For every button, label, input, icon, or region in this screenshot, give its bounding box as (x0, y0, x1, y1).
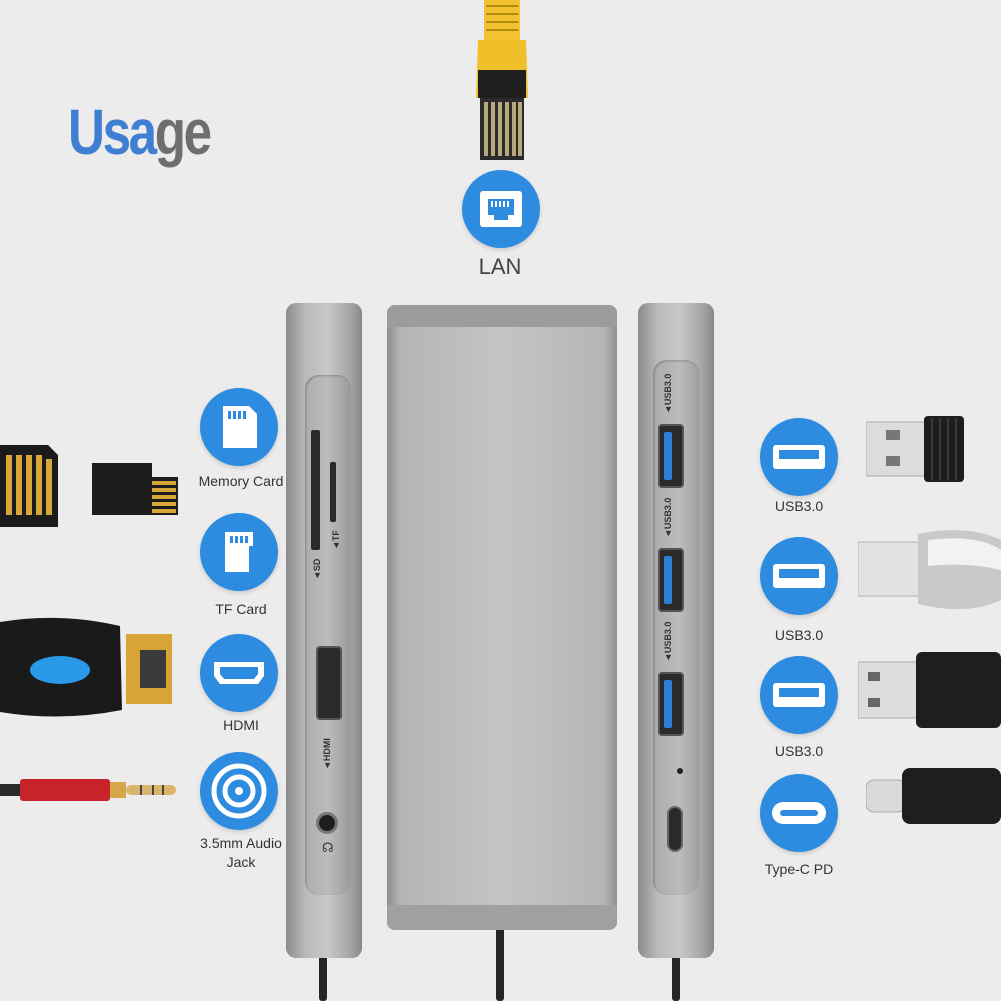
usb-dongle-image (866, 416, 964, 482)
usb-port-2 (658, 548, 684, 612)
lan-label: LAN (478, 254, 522, 279)
tf-card-label: TF Card (215, 601, 267, 617)
audio-jack-icon (211, 763, 267, 819)
memory-card-badge (200, 388, 278, 466)
left-port-bar (286, 303, 362, 958)
sd-slot (311, 430, 320, 550)
type-c-port (667, 806, 683, 852)
title-part-blue: Usa (68, 96, 157, 168)
headphone-icon: ☊ (322, 840, 334, 855)
left-cable (319, 950, 327, 1001)
tf-slot (330, 462, 336, 522)
hub-bottom-edge (387, 905, 617, 930)
usb-cable-image (858, 652, 1001, 728)
sd-slot-label: ◄SD (312, 558, 322, 580)
usb-port-1 (658, 424, 684, 488)
usb-port-2-label: ◄USB3.0 (663, 497, 673, 538)
type-c-port-icon (772, 802, 826, 824)
lan-badge (462, 170, 540, 248)
hub-top-edge (387, 305, 617, 327)
usb-flash-drive-image (858, 530, 1001, 610)
tf-card-badge (200, 513, 278, 591)
title-part-gray: ge (154, 96, 212, 168)
tf-slot-label: ◄TF (331, 530, 341, 550)
usb-badge-1 (760, 418, 838, 496)
usb-label-2: USB3.0 (774, 627, 824, 643)
type-c-label: Type-C PD (764, 861, 834, 877)
hub-body (387, 305, 617, 930)
hdmi-port-label: ◄HDMI (322, 738, 332, 770)
type-c-badge (760, 774, 838, 852)
audio-jack-label-line2: Jack (226, 854, 256, 870)
right-cable (672, 950, 680, 1001)
led-indicator (677, 768, 683, 774)
memory-card-label: Memory Card (198, 473, 284, 489)
hdmi-port (316, 646, 342, 720)
page-title: Usage (68, 100, 212, 164)
sd-card-image (0, 445, 58, 527)
hdmi-cable-image (0, 617, 172, 717)
micro-sd-image (92, 463, 178, 515)
usb-label-3: USB3.0 (774, 743, 824, 759)
usb-port-icon (773, 564, 825, 588)
hdmi-label: HDMI (223, 717, 259, 733)
audio-port (316, 812, 338, 834)
sd-card-icon (223, 406, 257, 448)
type-c-cable-image (866, 768, 1001, 824)
hdmi-icon (214, 662, 264, 684)
usb-label-1: USB3.0 (774, 498, 824, 514)
ethernet-port-icon (480, 191, 522, 227)
usb-port-3 (658, 672, 684, 736)
usb-port-icon (773, 445, 825, 469)
audio-jack-image (0, 779, 176, 801)
usb-badge-3 (760, 656, 838, 734)
hdmi-badge (200, 634, 278, 712)
usb-port-icon (773, 683, 825, 707)
tf-card-icon (225, 532, 253, 572)
usb-port-1-label: ◄USB3.0 (663, 373, 673, 414)
center-cable (496, 925, 504, 1001)
usb-badge-2 (760, 537, 838, 615)
audio-jack-badge (200, 752, 278, 830)
ethernet-cable-image (476, 0, 528, 160)
audio-jack-label-line1: 3.5mm Audio (200, 835, 282, 851)
usb-port-3-label: ◄USB3.0 (663, 621, 673, 662)
